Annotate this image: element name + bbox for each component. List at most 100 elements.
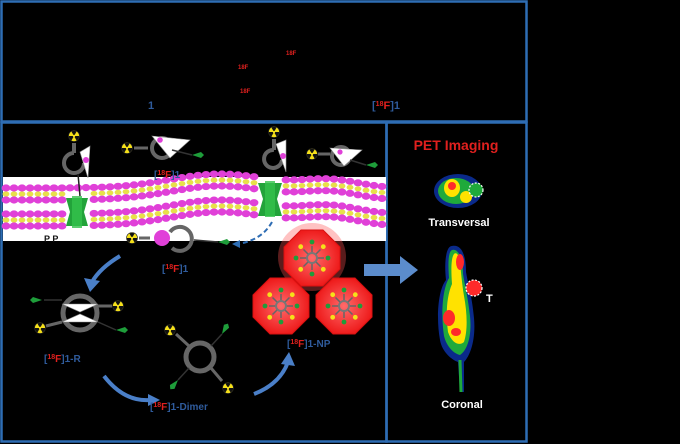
lipid-head <box>114 189 122 195</box>
lipid-head <box>9 184 19 192</box>
lipid-head <box>194 178 202 184</box>
lipid-head <box>105 221 115 229</box>
tumor-label: T <box>486 293 493 305</box>
lipid-head <box>377 182 387 191</box>
lipid-head <box>186 179 194 185</box>
lipid-head <box>1 196 11 204</box>
lipid-head <box>250 206 258 212</box>
lipid-head <box>369 181 379 190</box>
lipid-head <box>250 180 258 186</box>
lipid-head <box>313 187 323 195</box>
lipid-head <box>217 208 227 216</box>
lipid-head <box>210 177 218 183</box>
lipid-head <box>297 175 307 184</box>
arrow-to-pet <box>364 256 418 284</box>
nanoparticle-spoke <box>334 308 342 316</box>
lipid-head <box>322 182 330 188</box>
nanoparticle-core <box>306 252 318 264</box>
lipid-head <box>137 180 147 188</box>
lipid-head <box>58 217 66 223</box>
lipid-head <box>314 208 322 214</box>
lipid-head <box>162 183 170 189</box>
lipid-head <box>137 206 147 214</box>
lipid-head <box>242 205 250 211</box>
probe-right-surface <box>262 126 287 173</box>
lipid-head <box>10 217 18 223</box>
lipid-head <box>209 182 219 190</box>
nanoparticle-cluster <box>252 223 373 335</box>
lipid-head <box>193 197 203 205</box>
lipid-head <box>354 212 362 218</box>
lipid-head <box>65 184 75 192</box>
lipid-head <box>106 190 114 196</box>
lipid-head <box>50 191 58 197</box>
lipid-head <box>153 178 163 186</box>
lipid-head <box>145 191 155 199</box>
lipid-head <box>122 215 130 221</box>
lipid-head <box>297 187 307 196</box>
lipid-head <box>81 184 91 192</box>
receptor-right <box>258 181 282 217</box>
lipid-head <box>305 187 315 195</box>
lipid-head <box>145 205 155 213</box>
lipid-head <box>345 177 355 185</box>
lipid-head <box>353 191 363 199</box>
nanoparticle-spoke <box>314 248 322 256</box>
lipid-head <box>233 197 243 205</box>
lipid-head <box>233 209 243 217</box>
lipid-head <box>234 178 242 184</box>
lipid-head <box>114 215 122 221</box>
lipid-head <box>185 210 195 218</box>
lipid-head <box>362 213 370 219</box>
lipid-head <box>330 208 338 214</box>
label-nanoparticle: [18F]1-NP <box>287 339 331 350</box>
lipid-head <box>313 213 323 221</box>
lipid-head <box>178 206 186 213</box>
lipid-head <box>329 213 339 221</box>
lipid-head <box>49 210 59 218</box>
lipid-head <box>378 189 386 196</box>
lipid-head <box>330 182 338 188</box>
lipid-head <box>17 222 27 230</box>
lipid-head <box>377 208 387 217</box>
lipid-head <box>290 209 298 215</box>
lipid-head <box>161 176 171 184</box>
lipid-head <box>345 203 355 211</box>
lipid-head <box>289 202 299 210</box>
lipid-head <box>193 183 203 191</box>
lipid-head <box>98 190 106 196</box>
lipid-head <box>49 184 59 192</box>
lipid-head <box>17 196 27 204</box>
label-reduced: [18F]1-R <box>44 354 81 365</box>
lipid-head <box>345 189 355 197</box>
lipid-head <box>41 184 51 192</box>
lipid-head <box>121 220 131 228</box>
lipid-head <box>42 191 50 197</box>
lipid-head <box>33 210 43 218</box>
nanoparticle-probe-dot <box>278 319 284 325</box>
lipid-head <box>1 184 11 192</box>
lipid-head <box>138 187 146 193</box>
lipid-head <box>18 217 26 223</box>
lipid-bilayer <box>1 170 387 230</box>
lipid-head <box>129 181 139 189</box>
pet-panel-frame <box>385 121 528 443</box>
lipid-head <box>362 187 370 193</box>
lipid-head <box>353 179 363 187</box>
iso-label-2: 18F <box>286 51 297 57</box>
lipid-head <box>185 172 195 180</box>
lipid-head <box>241 172 251 180</box>
pet-transversal-image <box>434 174 484 208</box>
lipid-head <box>170 182 178 188</box>
lipid-head <box>169 213 179 221</box>
nanoparticle-core <box>275 300 287 312</box>
lipid-head <box>289 188 299 196</box>
lipid-head <box>169 175 179 183</box>
lipid-head <box>169 187 179 195</box>
pet-coronal-image <box>438 245 483 393</box>
lipid-head <box>378 215 386 222</box>
lipid-head <box>33 222 43 230</box>
nanoparticle-probe-dot <box>298 244 304 250</box>
lipid-head <box>57 184 67 192</box>
